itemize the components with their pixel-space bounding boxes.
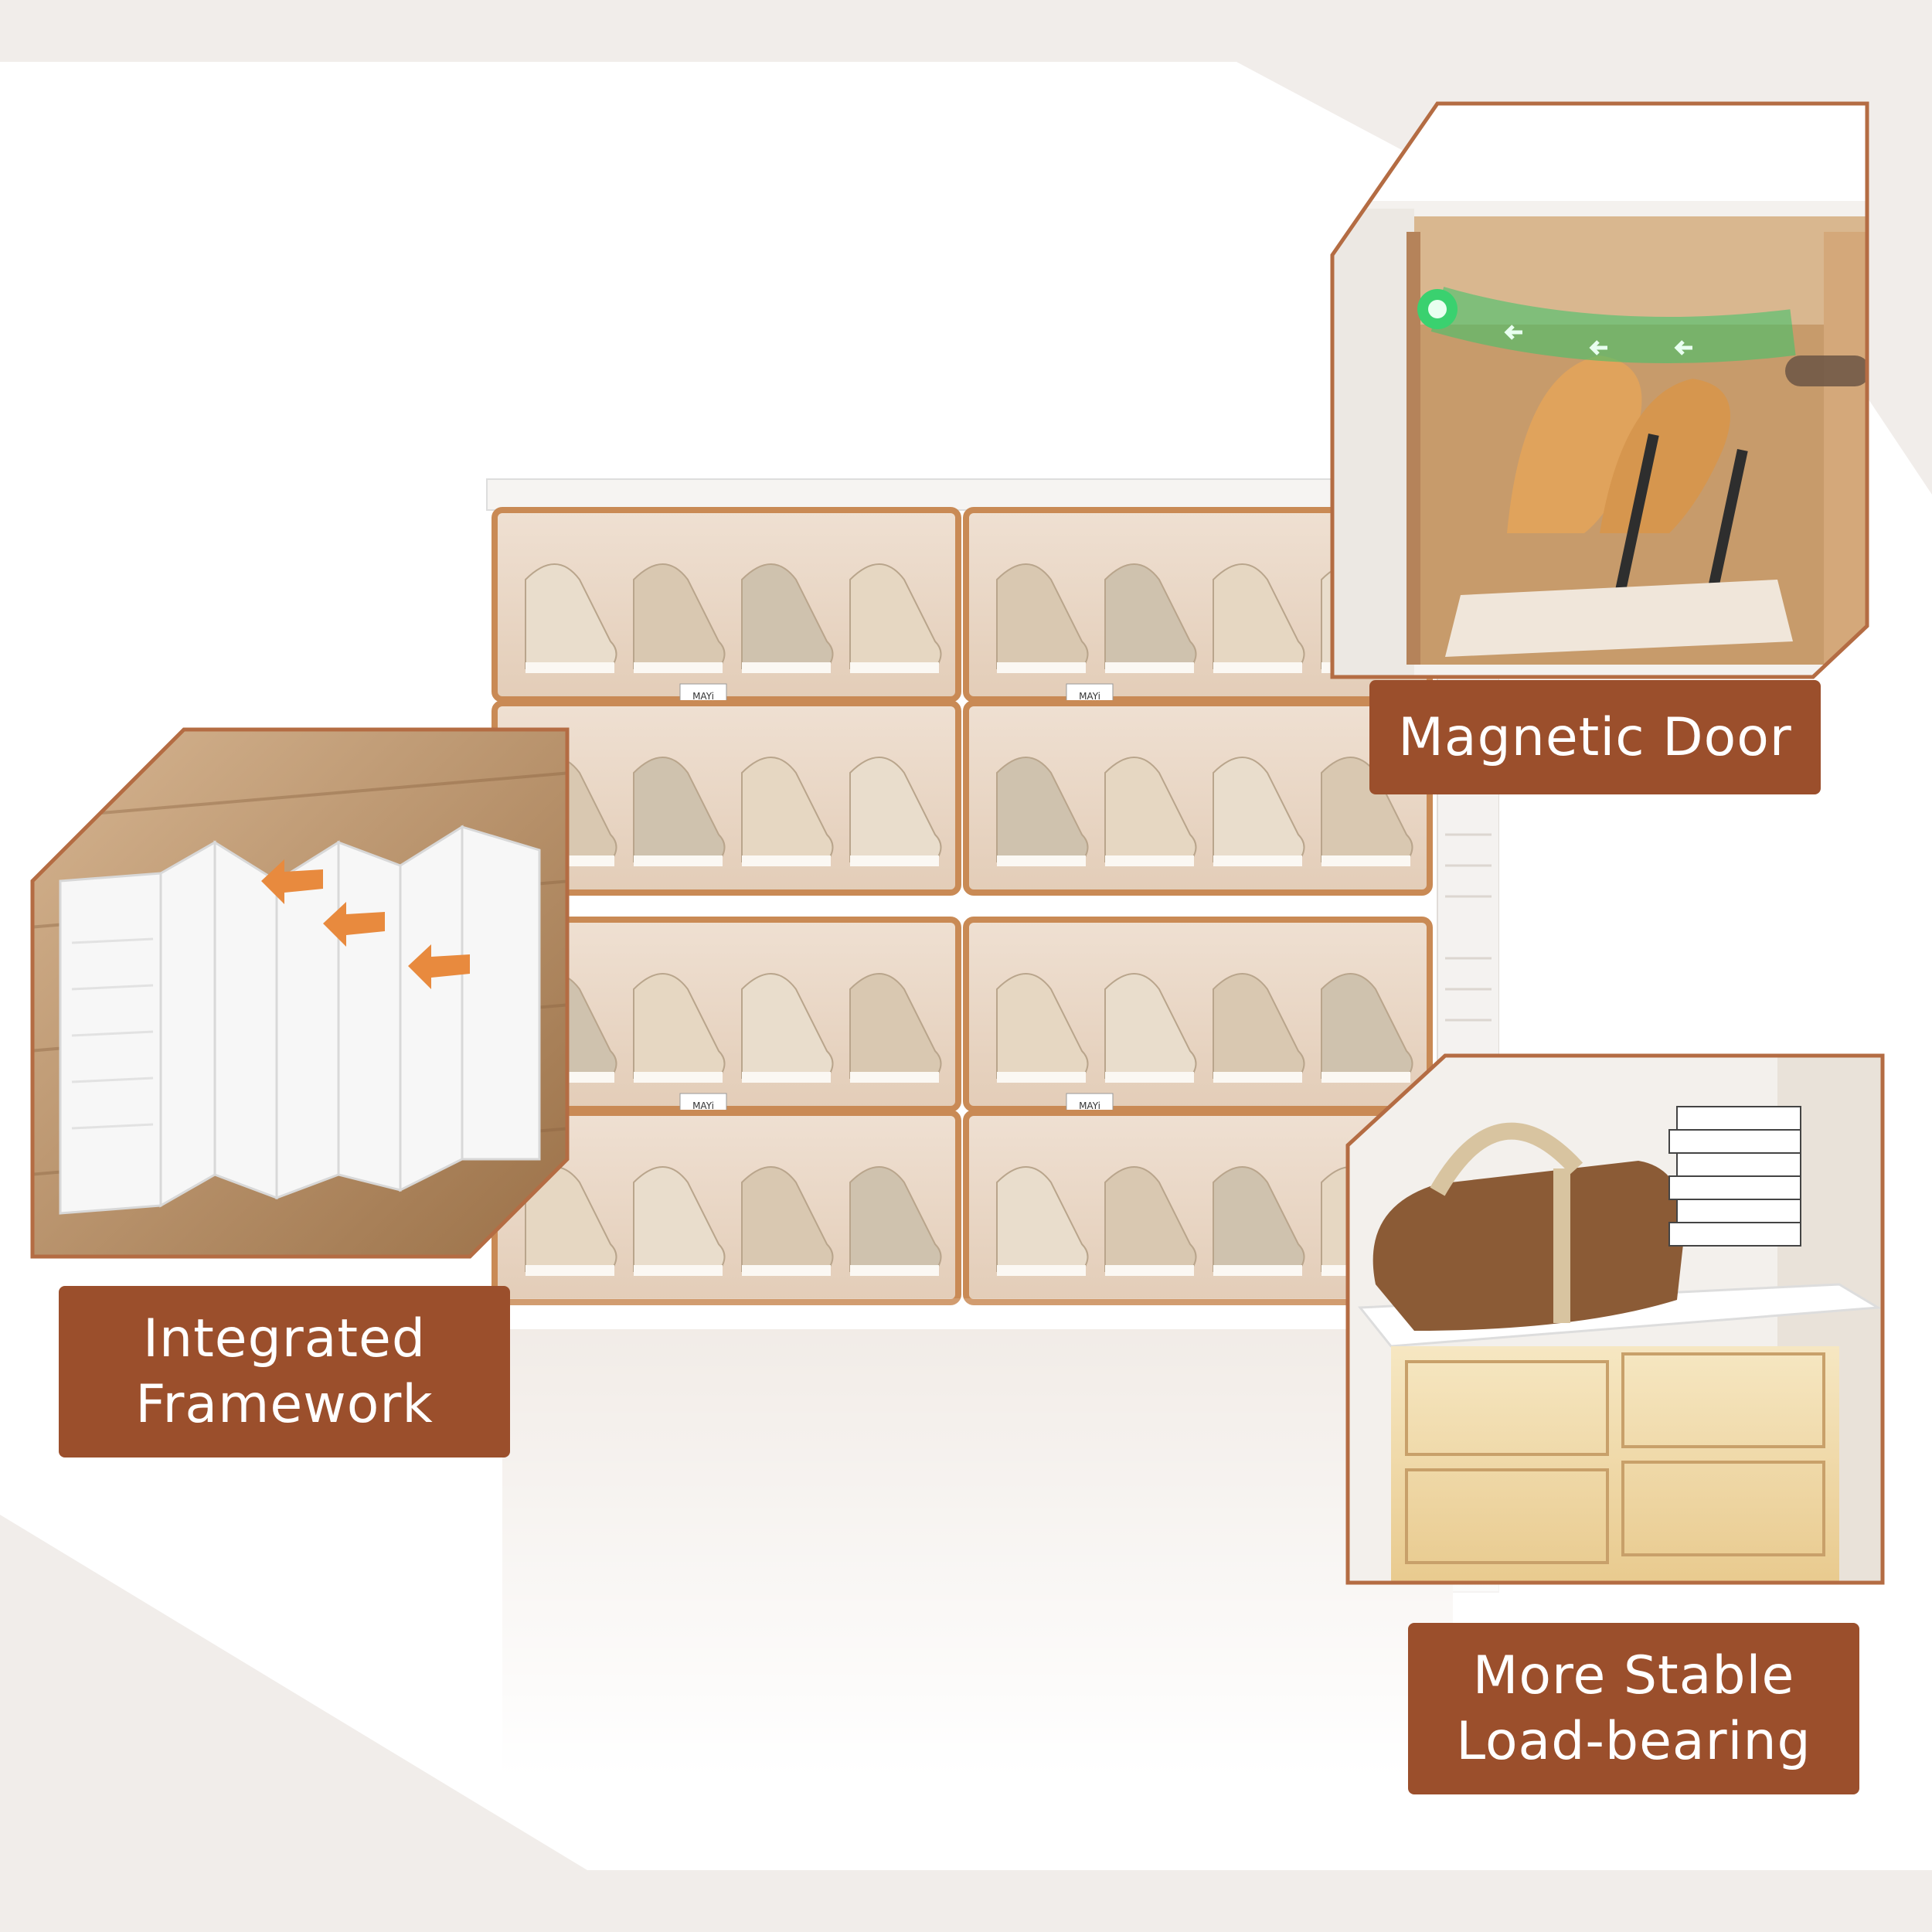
shoe [525,563,617,669]
shoe [996,757,1089,862]
shoe [1104,973,1197,1079]
shoe-sole [526,662,614,673]
shoe-sole [997,1265,1086,1276]
cabinet-door: MAYiBOX [492,507,961,719]
shoe [996,563,1089,669]
magnetic-door-label: Magnetic Door [1369,680,1821,794]
shoe [1213,1166,1305,1272]
integrated-framework-label-line-2: Framework [135,1374,434,1435]
shoe [741,973,834,1079]
shoe [849,973,942,1079]
shoe-sole [526,1265,614,1276]
shoe [1213,973,1305,1079]
shoe-sole [1213,1265,1302,1276]
integrated-framework-photo [30,727,570,1259]
cabinet-door [963,1110,1433,1305]
shoe-sole [1213,1072,1302,1083]
cabinet-door [492,1110,961,1305]
brand-tag-line-1: MAYi [1079,1100,1100,1111]
shoe [1213,563,1305,669]
shoe [741,1166,834,1272]
integrated-framework-label-line-1: Integrated [142,1308,427,1369]
shoe-sole [742,662,831,673]
cabinet-door: MAYiBOX [492,917,961,1128]
load-bearing-photo [1345,1053,1885,1585]
brand-tag-line-1: MAYi [692,1100,714,1111]
shoe-sole [742,1265,831,1276]
shoe [633,973,726,1079]
magnetic-door-label-text: Magnetic Door [1398,706,1792,768]
shoe-sole [1105,1265,1194,1276]
shoe-sole [850,1265,939,1276]
shoe-sole [997,855,1086,866]
shoe [741,757,834,862]
shoe-sole [742,855,831,866]
shoe [741,563,834,669]
shoe [1104,757,1197,862]
shoe-sole [1321,855,1410,866]
shoe-sole [634,1265,723,1276]
shoe-sole [997,1072,1086,1083]
shoe-sole [1213,855,1302,866]
shoe [996,1166,1089,1272]
cabinet-door [963,700,1433,896]
shoe-sole [1105,855,1194,866]
shoe-sole [634,855,723,866]
shoe-sole [997,662,1086,673]
load-bearing-label-line-2: Load-bearing [1456,1711,1811,1772]
load-bearing-label: More Stable Load-bearing [1408,1623,1859,1794]
cabinet-door: MAYiBOX [963,917,1433,1128]
shoe-sole [850,1072,939,1083]
shoe [849,1166,942,1272]
load-bearing-label-line-1: More Stable [1472,1645,1795,1706]
shoe-sole [742,1072,831,1083]
shoe-sole [634,1072,723,1083]
shoe-sole [1105,662,1194,673]
shoe [996,973,1089,1079]
shoe [1104,1166,1197,1272]
shoe [633,563,726,669]
shoe-sole [634,662,723,673]
shoe [633,1166,726,1272]
shoe-sole [850,855,939,866]
brand-tag-line-1: MAYi [692,691,714,702]
shoe [849,757,942,862]
shoe [1213,757,1305,862]
shoe-sole [1105,1072,1194,1083]
shoe-sole [1321,1072,1410,1083]
shoe [633,757,726,862]
shoe-sole [850,662,939,673]
brand-tag-line-1: MAYi [1079,691,1100,702]
shoe [849,563,942,669]
magnetic-door-photo [1330,101,1869,679]
shoe [1321,973,1413,1079]
integrated-framework-label: Integrated Framework [59,1286,510,1458]
shoe-sole [1213,662,1302,673]
shoe [1104,563,1197,669]
